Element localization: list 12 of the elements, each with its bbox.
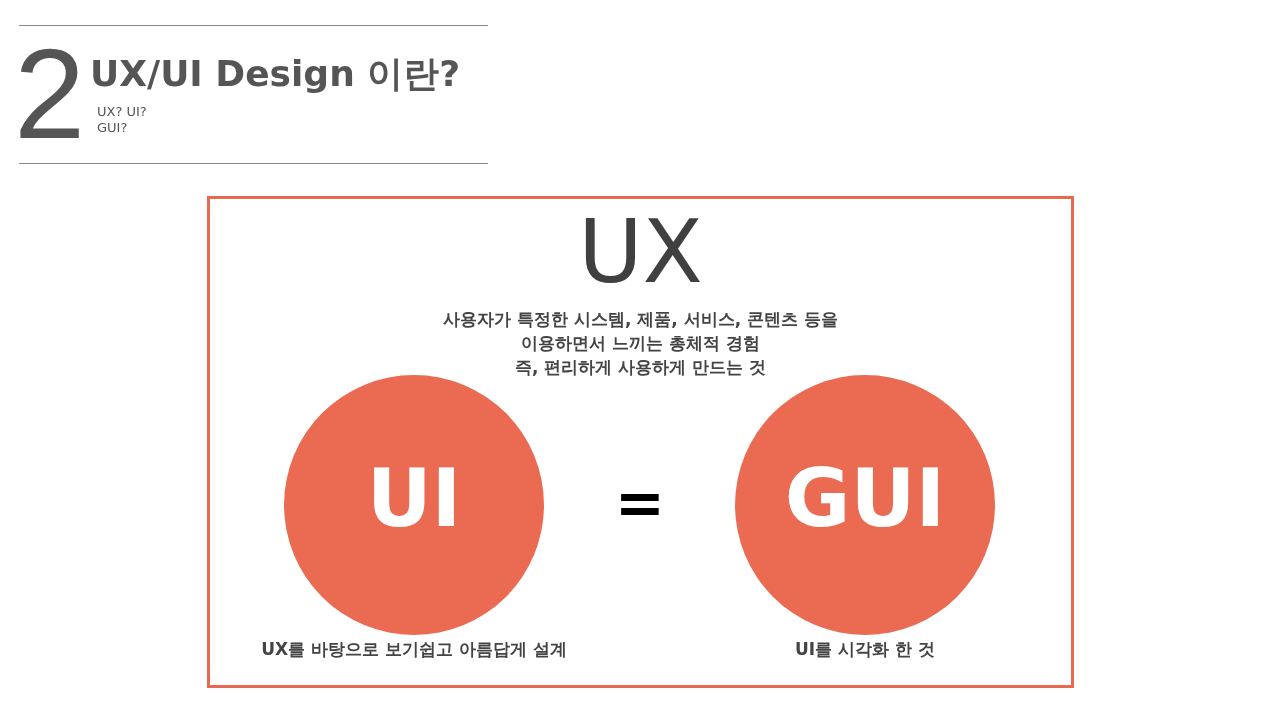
description: 즉, 편리하게 사용하게 만드는 것 [513,356,768,379]
circle-description: UX를 바탕으로 보기쉽고 아름답게 설계 [260,638,568,661]
title: UX/UI Design 이란? [90,52,461,96]
heading: UX [577,204,704,301]
content-frame [207,196,1074,688]
circle-description: UI를 시각화 한 것 [794,638,936,661]
circle-label: UI [365,451,463,547]
subtitle: UX? UI? GUI? [97,104,148,137]
description: 사용자가 특정한 시스템, 제품, 서비스, 콘텐츠 등을 이용하면서 느끼는 총체적 경험 [442,308,839,355]
section-number: 2 [14,30,86,158]
equals-sign: = [613,470,667,536]
circle-label: GUI [783,451,947,547]
